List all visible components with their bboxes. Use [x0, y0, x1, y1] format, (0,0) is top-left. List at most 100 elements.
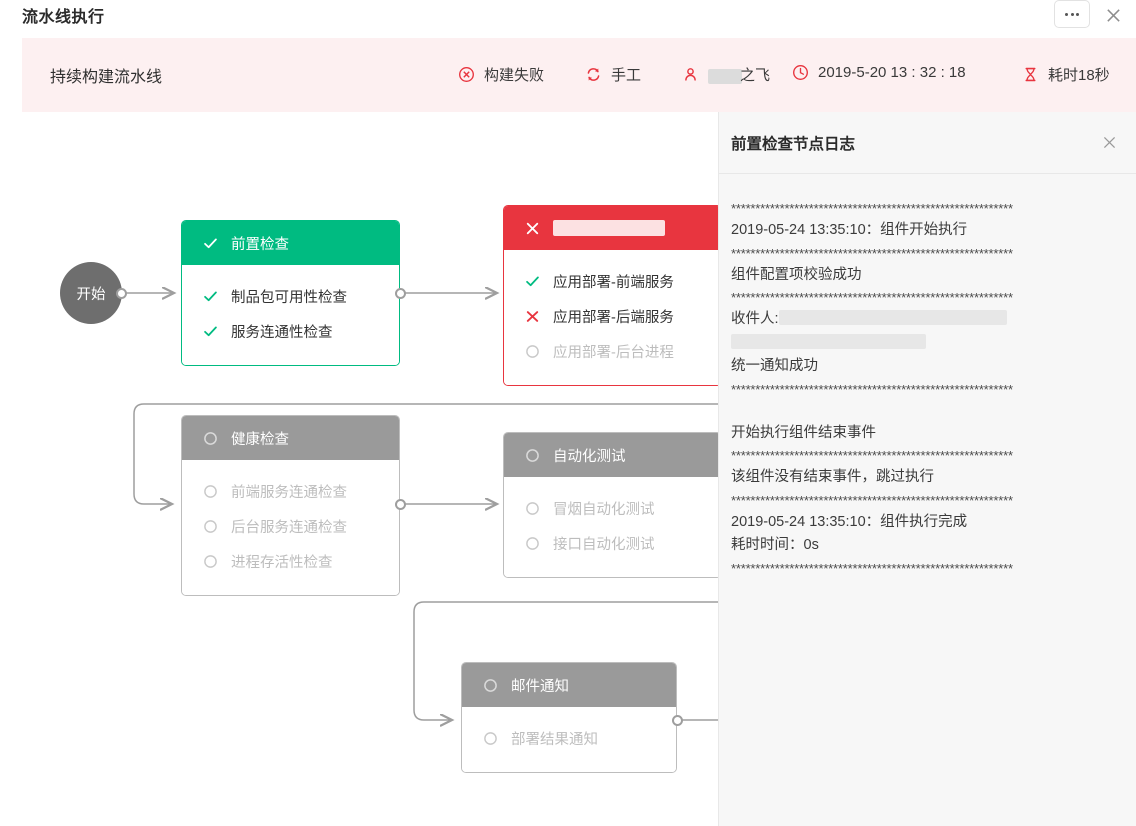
node-automated-test-title: 自动化测试 [553, 448, 626, 465]
node-log-panel: 前置检查节点日志 *******************************… [718, 112, 1136, 826]
log-line-recipients-cont [731, 332, 1124, 355]
node-item-label: 前端服务连通检查 [231, 485, 347, 501]
cross-icon [526, 222, 539, 234]
node-health-check-out-port[interactable] [395, 499, 406, 510]
circle-icon [484, 678, 497, 692]
start-node[interactable]: 开始 [60, 262, 122, 324]
build-status: 构建失败 [458, 64, 544, 85]
check-icon [204, 238, 217, 248]
log-line: 2019-05-24 13:35:10：组件执行完成 [731, 513, 968, 530]
circle-icon [204, 431, 217, 445]
node-log-content[interactable]: ****************************************… [719, 174, 1136, 826]
node-precheck[interactable]: 前置检查 制品包可用性检查 服务连通性检查 [181, 220, 400, 366]
log-line: ****************************************… [731, 381, 1013, 397]
close-icon [1103, 136, 1115, 148]
page-title: 流水线执行 [22, 9, 105, 26]
node-item[interactable]: 进程存活性检查 [182, 544, 399, 579]
circle-icon [204, 520, 217, 533]
node-log-panel-close-button[interactable] [1096, 129, 1122, 155]
node-item-label: 部署结果通知 [511, 732, 598, 748]
duration: 耗时18秒 [1022, 64, 1110, 85]
circle-icon [526, 448, 539, 462]
log-line: ****************************************… [731, 448, 1013, 464]
start-time-label: 2019-5-20 13 : 32 : 18 [818, 64, 966, 81]
node-item-label: 后台服务连通检查 [231, 520, 347, 536]
node-item[interactable]: 冒烟自动化测试 [504, 491, 721, 526]
node-item[interactable]: 后台服务连通检查 [182, 509, 399, 544]
log-line: 组件配置项校验成功 [731, 266, 862, 283]
pipeline-name: 持续构建流水线 [50, 69, 163, 86]
log-line: ****************************************… [731, 560, 1013, 576]
node-item[interactable]: 制品包可用性检查 [182, 279, 399, 314]
log-line: 开始执行组件结束事件 [731, 424, 876, 441]
node-precheck-out-port[interactable] [395, 288, 406, 299]
log-line-blank [731, 400, 1124, 422]
node-mail-notify-header[interactable]: 邮件通知 [462, 663, 676, 707]
redaction-mask [708, 68, 742, 84]
node-precheck-title: 前置检查 [231, 236, 289, 253]
start-node-out-port[interactable] [116, 288, 127, 299]
log-line: 耗时时间：0s [731, 537, 819, 554]
node-item[interactable]: 服务连通性检查 [182, 314, 399, 349]
more-dots-icon [1065, 12, 1079, 16]
node-item[interactable]: 应用部署-前端服务 [504, 264, 721, 299]
node-mail-notify-body: 部署结果通知 [462, 707, 676, 772]
node-mail-notify-out-port[interactable] [672, 715, 683, 726]
node-item[interactable]: 应用部署-后台进程 [504, 334, 721, 369]
circle-icon [204, 555, 217, 568]
redaction-mask [731, 333, 926, 349]
build-status-label: 构建失败 [484, 67, 545, 84]
check-icon [526, 276, 539, 287]
node-automated-test-header[interactable]: 自动化测试 [504, 433, 721, 477]
node-precheck-body: 制品包可用性检查 服务连通性检查 [182, 265, 399, 365]
more-options-button[interactable] [1054, 0, 1090, 28]
node-deploy-title-redacted [553, 220, 665, 236]
node-automated-test[interactable]: 自动化测试 冒烟自动化测试 接口自动化测试 [503, 432, 722, 578]
node-item[interactable]: 前端服务连通检查 [182, 474, 399, 509]
node-log-panel-header: 前置检查节点日志 [719, 112, 1136, 174]
circle-icon [204, 485, 217, 498]
circle-icon [526, 502, 539, 515]
log-line: ****************************************… [731, 245, 1013, 261]
node-item-label: 进程存活性检查 [231, 555, 333, 571]
node-precheck-header[interactable]: 前置检查 [182, 221, 399, 265]
log-line: 统一通知成功 [731, 358, 818, 375]
node-health-check-title: 健康检查 [231, 431, 289, 448]
node-item[interactable]: 部署结果通知 [462, 721, 676, 756]
trigger-type: 手工 [585, 64, 641, 85]
node-deploy-body: 应用部署-前端服务 应用部署-后端服务 应用部署-后台进程 [504, 250, 721, 385]
node-deploy[interactable]: 应用部署-前端服务 应用部署-后端服务 应用部署-后台进程 [503, 205, 722, 386]
node-item-label: 应用部署-前端服务 [553, 275, 674, 291]
log-line: 该组件没有结束事件，跳过执行 [731, 469, 934, 486]
node-health-check-header[interactable]: 健康检查 [182, 416, 399, 460]
node-health-check[interactable]: 健康检查 前端服务连通检查 后台服务连通检查 [181, 415, 400, 596]
check-icon [204, 291, 217, 302]
node-item-label: 服务连通性检查 [231, 325, 333, 341]
node-automated-test-body: 冒烟自动化测试 接口自动化测试 [504, 477, 721, 577]
circle-icon [526, 345, 539, 358]
node-item[interactable]: 接口自动化测试 [504, 526, 721, 561]
node-item-label: 接口自动化测试 [553, 537, 655, 553]
pipeline-status-banner: 持续构建流水线 构建失败 手工 之飞 [22, 38, 1136, 112]
node-item-label: 冒烟自动化测试 [553, 502, 655, 518]
cross-icon [526, 311, 539, 322]
node-item-label: 制品包可用性检查 [231, 290, 347, 306]
trigger-user: 之飞 [682, 64, 770, 85]
log-line: 2019-05-24 13:35:10：组件开始执行 [731, 222, 968, 239]
clock-icon [793, 65, 808, 80]
hourglass-icon [1025, 67, 1036, 82]
log-line: ****************************************… [731, 290, 1013, 306]
start-time: 2019-5-20 13 : 32 : 18 [792, 64, 966, 81]
node-health-check-body: 前端服务连通检查 后台服务连通检查 进程存活性检查 [182, 460, 399, 595]
node-deploy-header[interactable] [504, 206, 721, 250]
refresh-icon [587, 68, 600, 81]
log-line: ****************************************… [731, 201, 1013, 216]
node-item[interactable]: 应用部署-后端服务 [504, 299, 721, 334]
user-icon [685, 68, 696, 81]
error-circle-icon [459, 67, 474, 82]
node-item-label: 应用部署-后端服务 [553, 310, 674, 326]
node-mail-notify[interactable]: 邮件通知 部署结果通知 [461, 662, 677, 773]
window-close-button[interactable] [1100, 2, 1126, 28]
trigger-user-label: 之飞 [708, 64, 770, 85]
